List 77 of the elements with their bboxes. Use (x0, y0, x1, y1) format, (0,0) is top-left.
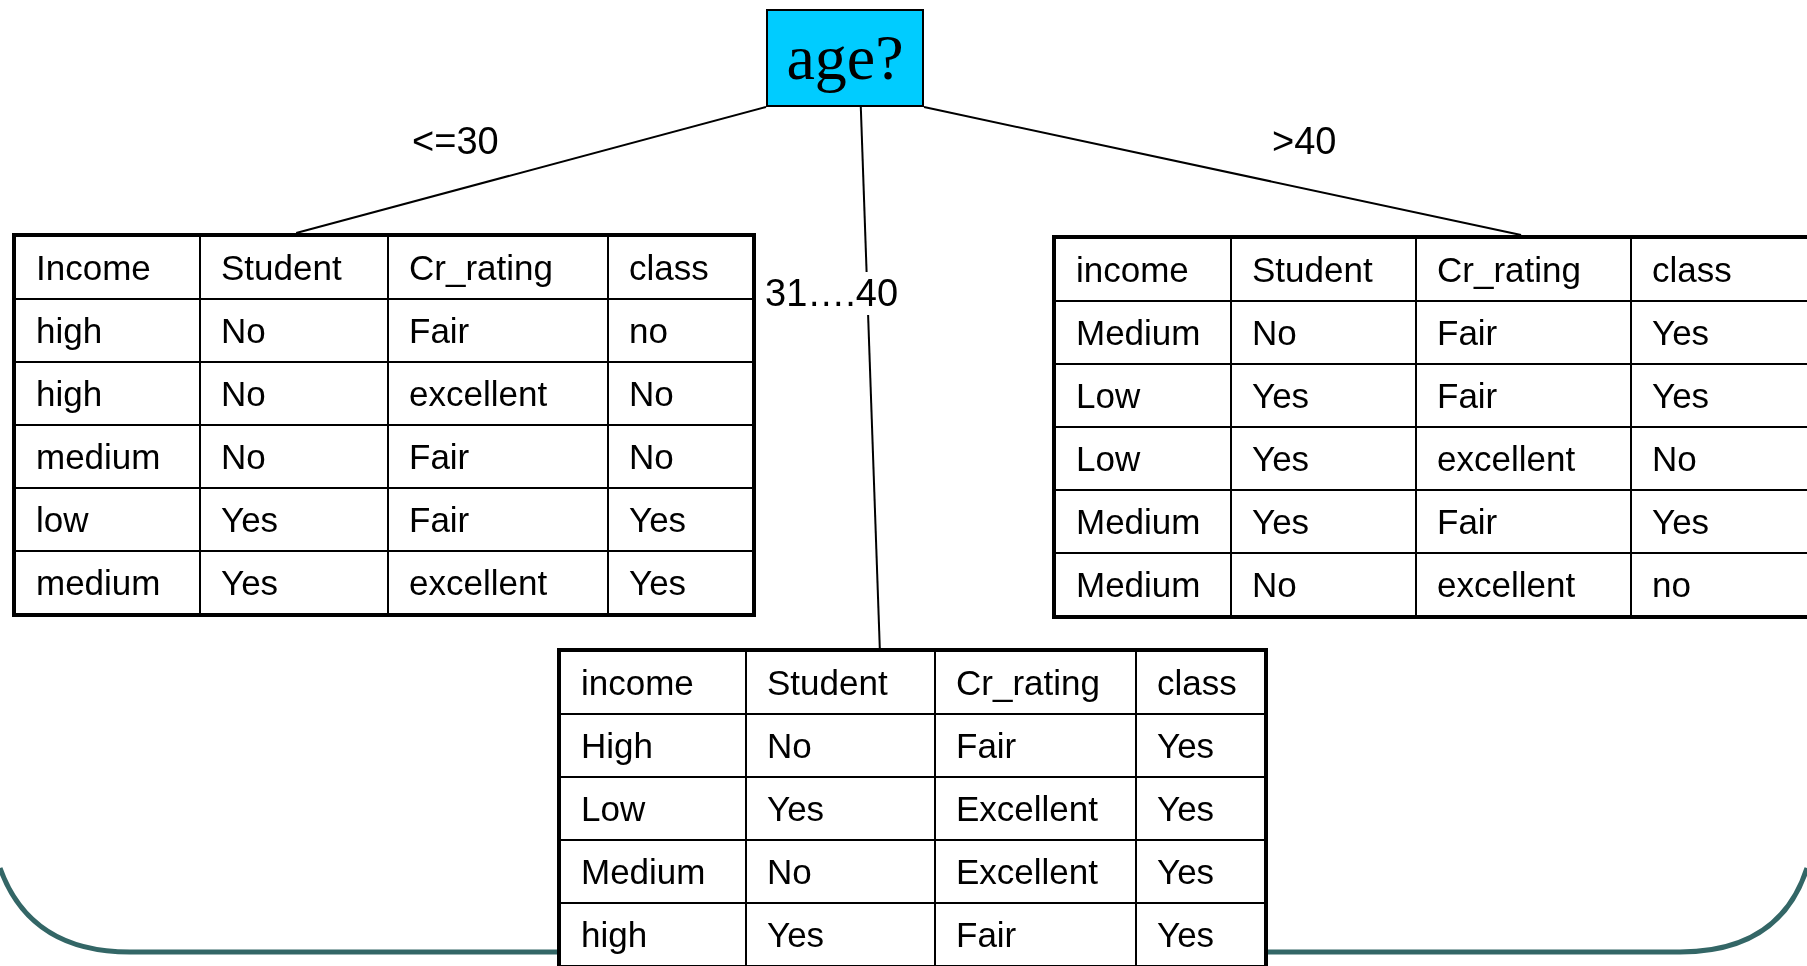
table-cell: Student (1232, 239, 1415, 300)
table-cell: No (1232, 302, 1415, 363)
table-cell: No (747, 715, 934, 776)
table-cell: Yes (1137, 778, 1264, 839)
table-cell: Fair (389, 300, 607, 361)
table-cell: Fair (936, 904, 1135, 965)
table-cell: Yes (1232, 365, 1415, 426)
table-cell: Fair (1417, 365, 1630, 426)
table-cell: Low (1056, 428, 1230, 489)
table-cell: Yes (1232, 491, 1415, 552)
table-cell: excellent (1417, 554, 1630, 615)
branch-line (859, 106, 881, 649)
table-cell: Medium (1056, 491, 1230, 552)
table-cell: income (1056, 239, 1230, 300)
table-cell: High (561, 715, 745, 776)
table-cell: Yes (1632, 491, 1807, 552)
table-cell: Yes (201, 489, 387, 550)
table-cell: Cr_rating (389, 237, 607, 298)
table-cell: Medium (1056, 554, 1230, 615)
table-cell: Medium (561, 841, 745, 902)
table-cell: No (747, 841, 934, 902)
table-cell: Yes (1632, 365, 1807, 426)
table-cell: Yes (747, 904, 934, 965)
table-cell: Yes (609, 489, 752, 550)
table-cell: medium (16, 426, 199, 487)
table-cell: Income (16, 237, 199, 298)
table-cell: no (1632, 554, 1807, 615)
table-cell: Yes (1632, 302, 1807, 363)
table-cell: Student (201, 237, 387, 298)
table-cell: high (16, 363, 199, 424)
table-cell: Yes (201, 552, 387, 613)
table-cell: Fair (389, 489, 607, 550)
table-cell: Yes (609, 552, 752, 613)
table-cell: high (16, 300, 199, 361)
node-label: age? (786, 21, 904, 95)
branch-line (295, 106, 767, 234)
table-cell: Fair (936, 715, 1135, 776)
table-cell: medium (16, 552, 199, 613)
table-cell: Medium (1056, 302, 1230, 363)
table-cell: Student (747, 652, 934, 713)
table-cell: excellent (389, 552, 607, 613)
table-cell: Yes (1137, 715, 1264, 776)
table-cell: class (1137, 652, 1264, 713)
table-cell: excellent (1417, 428, 1630, 489)
table-cell: No (201, 300, 387, 361)
table-cell: Cr_rating (936, 652, 1135, 713)
data-table (557, 648, 1268, 966)
table-cell: No (1232, 554, 1415, 615)
table-cell: Excellent (936, 778, 1135, 839)
table-cell: low (16, 489, 199, 550)
table-cell: Fair (1417, 491, 1630, 552)
table-cell: no (609, 300, 752, 361)
table-cell: Excellent (936, 841, 1135, 902)
table-cell: Yes (747, 778, 934, 839)
table-cell: Yes (1232, 428, 1415, 489)
table-cell: No (201, 426, 387, 487)
table-cell: No (1632, 428, 1807, 489)
table-cell: excellent (389, 363, 607, 424)
table-cell: Low (561, 778, 745, 839)
table-cell: No (201, 363, 387, 424)
table-cell: Fair (1417, 302, 1630, 363)
table-cell: class (609, 237, 752, 298)
decision-box (766, 9, 924, 107)
table-cell: Low (1056, 365, 1230, 426)
data-table (12, 233, 756, 617)
table-cell: No (609, 426, 752, 487)
table-cell: Yes (1137, 841, 1264, 902)
data-table (1052, 235, 1807, 619)
table-cell: Yes (1137, 904, 1264, 965)
edge-label: 31….40 (765, 272, 899, 315)
table-cell: income (561, 652, 745, 713)
table-cell: No (609, 363, 752, 424)
table-cell: high (561, 904, 745, 965)
branch-line (923, 106, 1523, 236)
table-cell: class (1632, 239, 1807, 300)
table-cell: Cr_rating (1417, 239, 1630, 300)
table-cell: Fair (389, 426, 607, 487)
